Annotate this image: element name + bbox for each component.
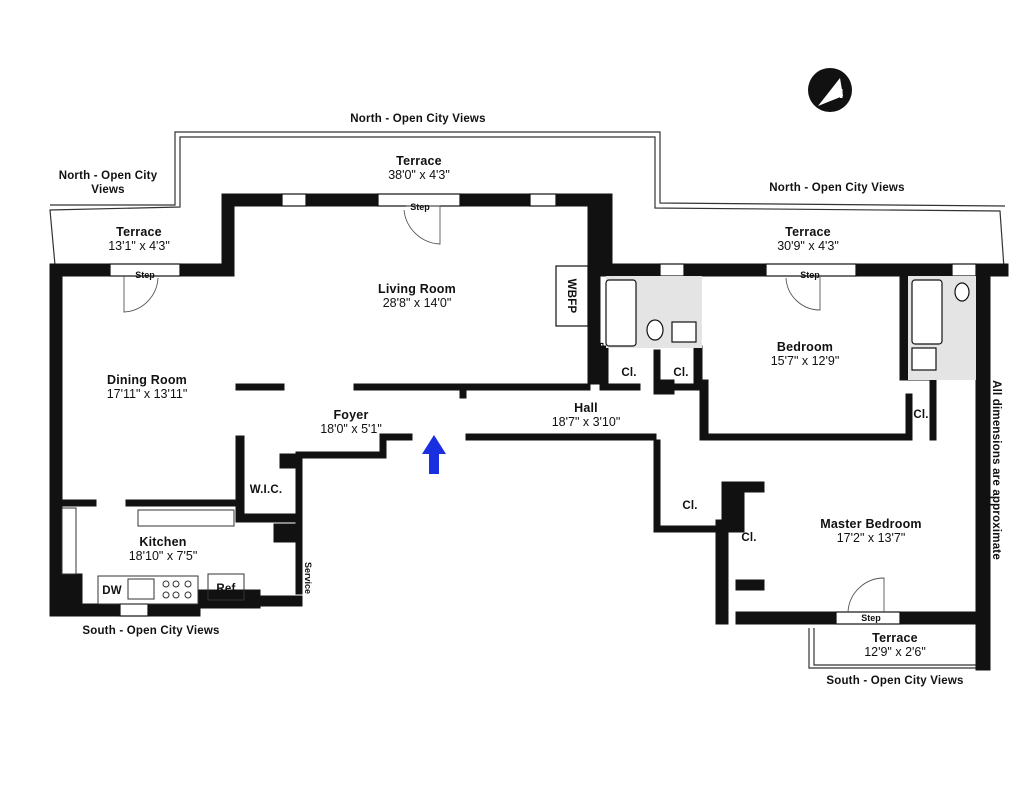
dining-room-dim: 17'11" x 13'11" <box>107 387 188 401</box>
closet-label-kitchen: Cl. <box>61 583 76 595</box>
closet-label-bath-2: Cl. <box>673 367 688 379</box>
view-north-center: North - Open City Views <box>350 113 485 125</box>
service-label: Service <box>303 562 313 594</box>
door-swings <box>123 205 885 613</box>
disclaimer-label: All dimensions are approximate <box>990 380 1002 560</box>
step-label-top: Step <box>410 202 430 212</box>
living-room-dim: 28'8" x 14'0" <box>383 296 452 310</box>
terrace-top-name: Terrace <box>396 154 442 168</box>
wbfp-label: WBFP <box>565 279 577 314</box>
compass-icon: N <box>808 68 852 112</box>
terrace-right-dim: 30'9" x 4'3" <box>777 239 839 253</box>
dishwasher-label: DW <box>102 585 122 597</box>
bathroom-2 <box>908 276 976 380</box>
step-label-bottom: Step <box>861 613 881 623</box>
living-room-name: Living Room <box>378 282 456 296</box>
books-label-bottom: Books <box>595 342 605 370</box>
step-label-right: Step <box>800 270 820 280</box>
entry-arrow-icon <box>422 435 446 474</box>
terrace-left-name: Terrace <box>116 225 162 239</box>
terrace-right-name: Terrace <box>785 225 831 239</box>
bedroom-name: Bedroom <box>777 340 833 354</box>
view-north-right: North - Open City Views <box>769 182 904 194</box>
hall-dim: 18'7" x 3'10" <box>552 415 621 429</box>
master-bedroom-name: Master Bedroom <box>820 517 921 531</box>
view-north-left-line2: Views <box>91 184 124 196</box>
master-bedroom-dim: 17'2" x 13'7" <box>837 531 906 545</box>
closet-label-master: Cl. <box>741 532 756 544</box>
kitchen-counters <box>61 507 245 605</box>
step-label-left: Step <box>135 270 155 280</box>
windows <box>109 193 977 625</box>
terrace-bottom-dim: 12'9" x 2'6" <box>864 645 926 659</box>
terrace-railing <box>49 131 1006 669</box>
view-south-right: South - Open City Views <box>826 675 963 687</box>
terrace-left-dim: 13'1" x 4'3" <box>108 239 170 253</box>
closet-label-bedroom: Cl. <box>913 409 928 421</box>
view-north-left-line1: North - Open City <box>59 170 158 182</box>
foyer-dim: 18'0" x 5'1" <box>320 422 382 436</box>
compass-label: N <box>834 86 843 101</box>
hall-name: Hall <box>574 401 598 415</box>
kitchen-name: Kitchen <box>139 535 186 549</box>
terrace-bottom-name: Terrace <box>872 631 918 645</box>
foyer-name: Foyer <box>333 408 368 422</box>
dining-room-name: Dining Room <box>107 373 187 387</box>
refrigerator-label: Ref <box>216 583 235 595</box>
books-label-top: Books <box>595 226 605 254</box>
kitchen-dim: 18'10" x 7'5" <box>129 549 198 563</box>
closet-label-hall: Cl. <box>682 500 697 512</box>
bedroom-dim: 15'7" x 12'9" <box>771 354 840 368</box>
wic-label: W.I.C. <box>250 484 283 496</box>
bathroom-1 <box>605 276 702 348</box>
view-south-left: South - Open City Views <box>82 625 219 637</box>
terrace-top-dim: 38'0" x 4'3" <box>388 168 450 182</box>
closet-label-bath: Cl. <box>621 367 636 379</box>
fireplace <box>555 265 589 327</box>
walls <box>49 193 1009 671</box>
